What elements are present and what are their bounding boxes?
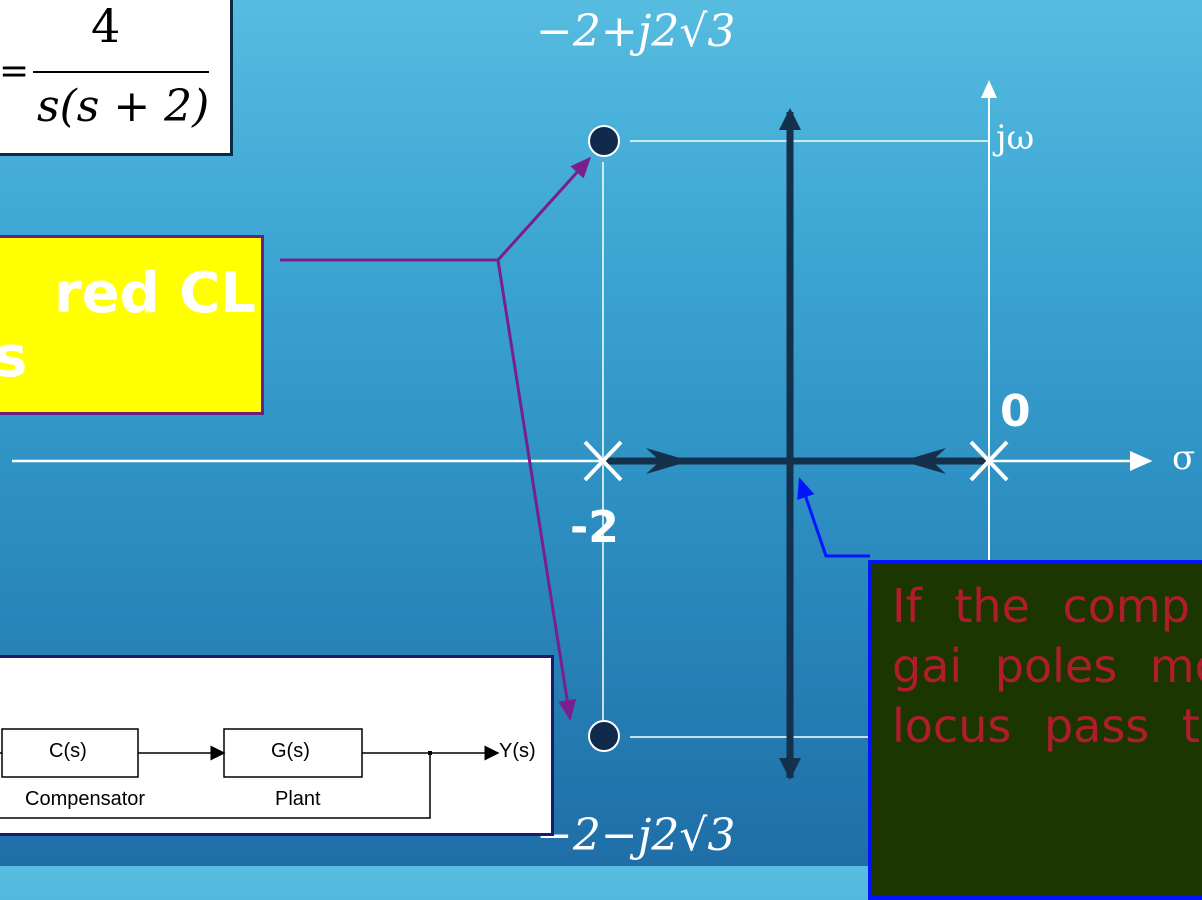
locus-arrow-up	[779, 108, 801, 130]
desired-pole-lower	[588, 720, 620, 752]
desired-poles-line2: s	[0, 326, 256, 390]
plant-block-label: G(s)	[271, 740, 310, 762]
lower-pole-label: −2−j2√3	[536, 810, 736, 861]
compensator-block-label: C(s)	[49, 740, 87, 762]
desired-poles-box: red CL s	[0, 235, 264, 415]
tf-equals: =	[0, 51, 30, 92]
tf-numerator: 4	[91, 0, 121, 53]
tf-denominator: s(s + 2)	[37, 81, 210, 132]
pole-x-origin	[969, 440, 1009, 482]
desired-poles-text: red CL s	[0, 262, 256, 390]
note-leader	[797, 477, 870, 558]
jw-axis-label: jω	[996, 118, 1035, 158]
desired-poles-line1: red CL	[54, 261, 256, 326]
block-diagram-drawing	[0, 728, 500, 819]
transfer-function-box: = 4 s(s + 2)	[0, 0, 233, 156]
sigma-axis-label: σ	[1172, 438, 1196, 478]
callout-to-upper-pole	[496, 156, 592, 262]
origin-label: 0	[1000, 386, 1031, 437]
tf-fraction-bar	[33, 71, 209, 73]
feedback-path	[0, 753, 431, 819]
upper-pole-label: −2+j2√3	[536, 6, 736, 57]
block-diagram: C(s) Compensator G(s) Plant Y(s)	[0, 655, 554, 836]
desired-pole-upper	[588, 125, 620, 157]
output-label: Y(s)	[499, 740, 536, 762]
callout-to-lower-pole	[496, 259, 577, 721]
pole-x-minus-two	[583, 440, 623, 482]
locus-arrow-down	[779, 758, 801, 780]
compensator-caption: Compensator	[25, 788, 146, 810]
plant-caption: Plant	[275, 788, 321, 810]
minus-two-label: -2	[570, 502, 619, 553]
root-locus-plot	[280, 80, 1153, 780]
locus-arrow-left	[902, 448, 946, 474]
note-box: If the comp simple gai poles mov (red) l…	[868, 560, 1202, 900]
note-text: If the comp simple gai poles mov (red) l…	[892, 579, 1202, 753]
locus-arrow-right	[646, 448, 690, 474]
